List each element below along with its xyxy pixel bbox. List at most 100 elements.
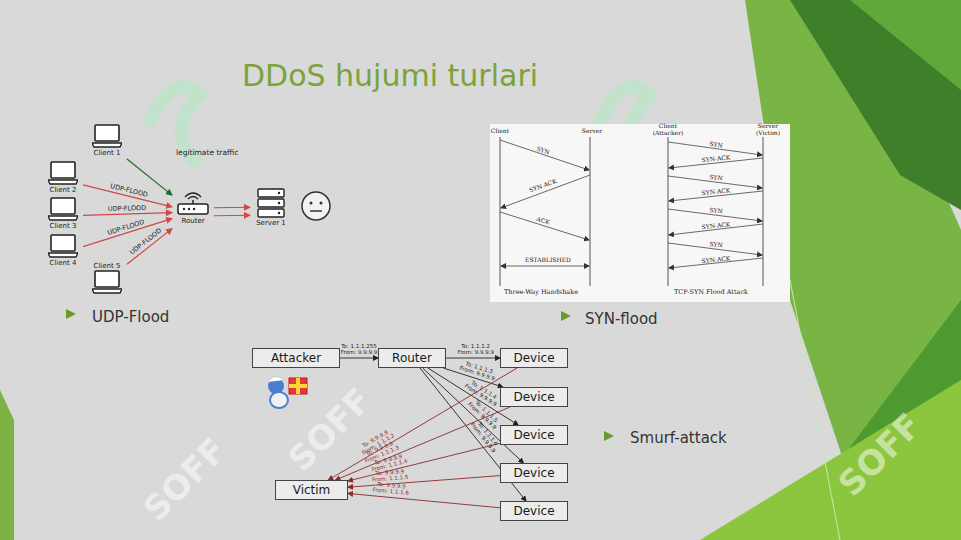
connector [214, 215, 250, 217]
laptop-base [48, 253, 78, 257]
laptop-screen [95, 125, 119, 141]
router-body [178, 204, 208, 214]
watermark: SOFF [281, 381, 378, 478]
box-label: Device [513, 466, 554, 480]
mid-green-band [850, 0, 961, 90]
gift-ribbon [289, 384, 307, 388]
box-label: Device [513, 504, 554, 518]
device-label: Client 5 [94, 262, 121, 270]
face-eye [320, 202, 323, 205]
wifi-arc [188, 197, 198, 200]
box-label: Device [513, 428, 554, 442]
laptop-node: Client 1 [87, 124, 127, 162]
process-box: Victim [275, 480, 348, 500]
diagram-text: SYN-ACK [701, 255, 730, 265]
laptop-icon [48, 161, 78, 185]
edge-label: To: 1.1.1.2 From: 9.9.9.9 [455, 344, 497, 356]
process-box: Device [500, 463, 568, 483]
laptop-icon [48, 234, 78, 258]
laptop-node: Client 4 [43, 234, 83, 272]
server-led [278, 192, 280, 194]
diagram-text: ACK [536, 216, 551, 226]
edge-label: legitimate traffic [176, 149, 238, 157]
box-label: Victim [293, 483, 331, 497]
message-arrow [500, 212, 589, 240]
device-label: Server 1 [256, 219, 286, 227]
connector [340, 358, 378, 359]
gift-box [289, 378, 307, 394]
edge-label: UDP-FLOOD [109, 183, 148, 199]
laptop-icon [92, 124, 122, 148]
decor-line [790, 280, 840, 540]
device-label: Client 4 [50, 259, 77, 267]
diagram-text: Client [491, 128, 509, 135]
diagram-text: SYN [709, 174, 723, 182]
diagram-text: Client (Attacker) [651, 123, 685, 136]
face-eye [310, 202, 313, 205]
router-led [193, 208, 195, 210]
diagram-text: ESTABLISHED [525, 257, 571, 264]
edge-label: To: 1.1.1.255 From: 9.9.9.9 [338, 344, 380, 356]
server-node: Server 1 [250, 188, 292, 234]
connector [348, 476, 500, 488]
process-box: Device [500, 501, 568, 521]
message-arrow [500, 140, 589, 170]
server-icon [257, 188, 285, 218]
process-box: Router [378, 348, 446, 368]
connector [83, 213, 172, 216]
lifeline [590, 137, 591, 286]
edge-label: To: 9.9.9.9 From: 1.1.1.6 [370, 482, 413, 497]
dark-green-band [790, 0, 961, 210]
process-box: Attacker [252, 348, 340, 368]
watermark: SOFF [136, 431, 233, 528]
bullet-triangle [604, 431, 614, 441]
diagram-text: Three-Way Handshake [504, 289, 578, 296]
message-arrow [501, 175, 590, 208]
diagram-text: SYN [536, 146, 551, 156]
box-label: Router [392, 351, 432, 365]
diagram-text: SYN-ACK [701, 154, 730, 164]
lifeline [500, 137, 501, 286]
bullet-triangle [561, 311, 571, 321]
edge-label: To: 9.9.9.9 From: 1.1.1.5 [369, 469, 412, 484]
lifeline [763, 137, 764, 286]
sad-face [302, 192, 330, 220]
box-label: Device [513, 351, 554, 365]
box-label: Device [513, 390, 554, 404]
edge-label: UDP-FLOOD [129, 228, 163, 257]
laptop-base [48, 180, 78, 184]
bullet-text: SYN-flood [585, 311, 658, 328]
device-label: Router [181, 217, 204, 225]
diagram-text: SYN [709, 207, 723, 215]
laptop-icon [48, 197, 78, 221]
connector [348, 493, 500, 507]
laptop-node: Client 2 [43, 161, 83, 199]
laptop-base [48, 216, 78, 220]
laptop-base [92, 143, 122, 147]
connector [328, 368, 517, 480]
device-label: Client 3 [50, 222, 77, 230]
bullet-text: Smurf-attack [630, 430, 727, 447]
laptop-screen [95, 271, 119, 287]
connector [214, 207, 250, 209]
laptop-icon [92, 270, 122, 294]
wifi-arc [185, 193, 201, 197]
device-label: Client 1 [94, 149, 121, 157]
diagram-text: SYN [709, 141, 723, 149]
router-led [183, 208, 185, 210]
server-unit [258, 189, 284, 197]
slide-title: DDoS hujumi turlari [242, 59, 538, 92]
laptop-screen [51, 198, 75, 214]
diagram-text: SYN-ACK [528, 178, 557, 194]
server-led [278, 202, 280, 204]
diagram-text: TCP-SYN Flood Attack [674, 289, 748, 296]
sequence-panel [490, 124, 790, 302]
bullet-text: UDP-Flood [92, 309, 169, 326]
connector [446, 358, 500, 359]
edge-label: UDP-FLOOD [107, 219, 146, 237]
process-box: Device [500, 348, 568, 368]
face-mouth [310, 210, 322, 212]
router-antenna [192, 200, 194, 204]
